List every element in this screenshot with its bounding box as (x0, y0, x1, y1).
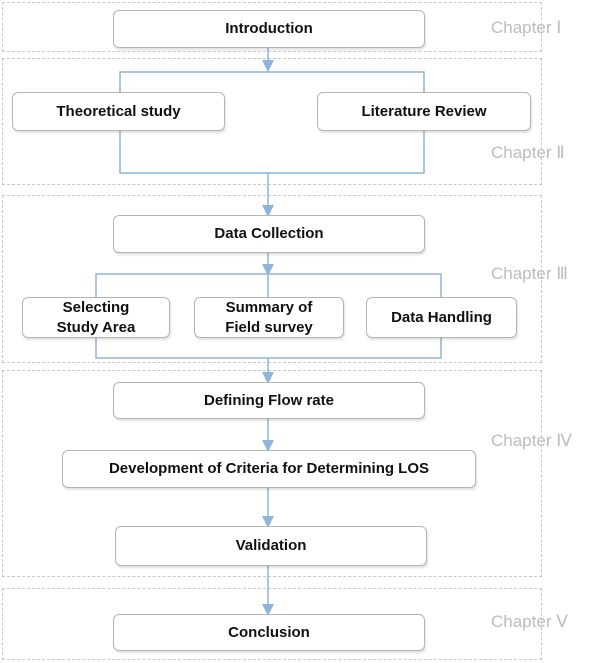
chapter-4-label: Chapter Ⅳ (491, 431, 572, 450)
chapter-5-label: Chapter Ⅴ (491, 612, 568, 631)
bracket-chapter-2-bottom (119, 131, 425, 174)
bracket-chapter-2-top (119, 71, 425, 92)
literature-review-box: Literature Review (317, 92, 531, 131)
bracket-chapter-3-bottom (95, 338, 442, 359)
chapter-3-frame (2, 195, 542, 363)
selecting-study-area-box: Selecting Study Area (22, 297, 170, 338)
introduction-box: Introduction (113, 10, 425, 48)
summary-field-survey-box: Summary of Field survey (194, 297, 344, 338)
data-collection-box: Data Collection (113, 215, 425, 253)
chapter-5-frame (2, 588, 542, 660)
chapter-1-label: Chapter Ⅰ (491, 18, 562, 37)
validation-box: Validation (115, 526, 427, 566)
theoretical-study-box: Theoretical study (12, 92, 225, 131)
chapter-2-label: Chapter Ⅱ (491, 143, 565, 162)
chapter-4-frame (2, 370, 542, 577)
conclusion-box: Conclusion (113, 614, 425, 651)
development-criteria-box: Development of Criteria for Determining … (62, 450, 476, 488)
chapter-1-frame (2, 2, 542, 52)
defining-flow-rate-box: Defining Flow rate (113, 382, 425, 419)
chapter-2-frame (2, 58, 542, 185)
data-handling-box: Data Handling (366, 297, 517, 338)
chapter-3-label: Chapter Ⅲ (491, 264, 568, 283)
